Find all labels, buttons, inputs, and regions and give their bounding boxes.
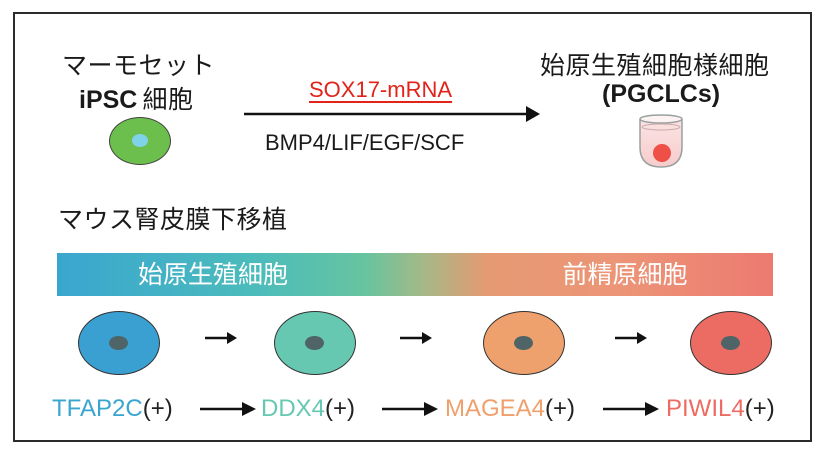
cell-stage-3 <box>483 311 565 375</box>
arrow-icon <box>382 402 438 416</box>
sox17-label: SOX17-mRNA <box>309 77 453 102</box>
marker-magea4: MAGEA4(+) <box>445 395 575 423</box>
pgc-label: 始原生殖細胞様細胞 <box>540 51 770 80</box>
transplant-label: マウス腎皮膜下移植 <box>58 205 288 234</box>
ipsc-cell-icon <box>109 117 171 165</box>
arrow-icon <box>400 330 432 349</box>
marker-name: TFAP2C <box>52 395 143 422</box>
marker-ddx4: DDX4(+) <box>261 395 355 423</box>
stage-label-prospermatogonia: 前精原細胞 <box>562 260 688 289</box>
marker-piwil4: PIWIL4(+) <box>666 395 775 423</box>
marker-suffix: (+) <box>545 395 576 422</box>
culture-tube-icon <box>639 114 683 168</box>
ipsc-label: iPSC <box>79 86 138 114</box>
stage-label-pgc: 始原生殖細胞 <box>137 260 288 289</box>
arrow-icon <box>200 402 256 416</box>
marker-suffix: (+) <box>744 395 775 422</box>
main-arrow-icon <box>244 106 540 122</box>
figure-frame <box>13 12 812 442</box>
marker-suffix: (+) <box>325 395 356 422</box>
nucleus-icon <box>514 336 533 350</box>
marmoset-label: マーモセット <box>62 51 216 80</box>
marker-name: PIWIL4 <box>666 395 745 422</box>
marker-name: DDX4 <box>261 395 326 422</box>
marker-suffix: (+) <box>142 395 173 422</box>
arrow-icon <box>205 330 237 349</box>
marker-tfap2c: TFAP2C(+) <box>52 395 173 423</box>
cell-stage-4 <box>690 311 772 375</box>
nucleus-icon <box>305 336 324 350</box>
pgclc-label: (PGCLCs) <box>602 80 721 108</box>
ipsc-nucleus-icon <box>132 134 148 147</box>
arrow-icon <box>615 330 647 349</box>
ipsc-title: iPSC 細胞 <box>79 80 193 116</box>
cell-stage-2 <box>274 311 356 375</box>
cell-stage-1 <box>78 311 160 375</box>
nucleus-icon <box>721 336 740 350</box>
ipsc-suffix: 細胞 <box>142 85 194 114</box>
arrow-icon <box>603 402 659 416</box>
nucleus-icon <box>109 336 128 350</box>
marker-name: MAGEA4 <box>445 395 546 422</box>
factors-label: BMP4/LIF/EGF/SCF <box>265 130 465 155</box>
stage-gradient-bar: 始原生殖細胞 前精原細胞 <box>57 253 773 296</box>
